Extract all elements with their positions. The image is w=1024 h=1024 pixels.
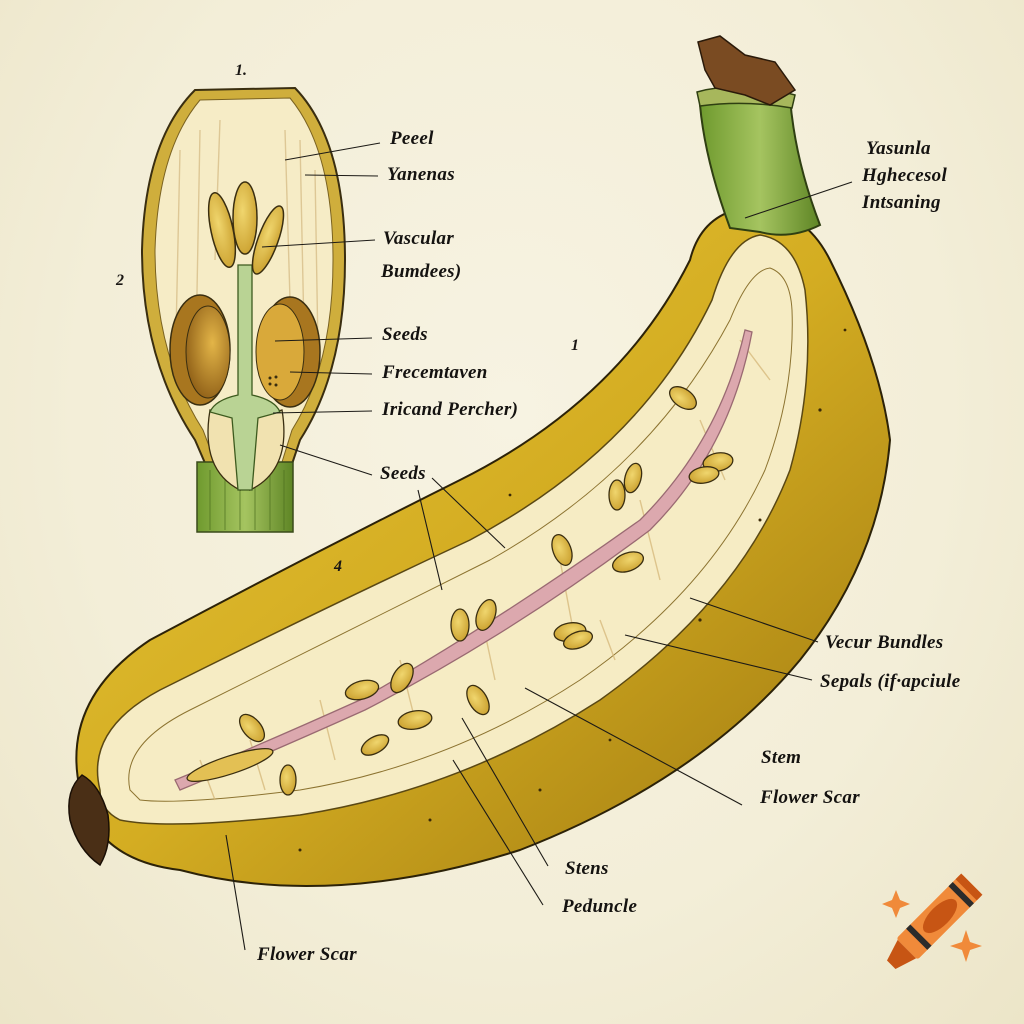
label-frecemtaven: Frecemtaven [382, 362, 488, 383]
leader-lines [225, 142, 853, 951]
label-bundles: Bumdees) [381, 261, 462, 282]
label-hghecesol: Hghecesol [862, 165, 948, 186]
detail-section [140, 86, 347, 533]
seed-cluster [238, 386, 734, 796]
figure-number-2: 2 [116, 272, 124, 289]
banana-fruit [68, 35, 892, 887]
label-stens: Stens [565, 858, 609, 879]
label-peel: Peeel [390, 128, 434, 149]
figure-number-1-top: 1. [235, 62, 247, 79]
label-flower-scar-right: Flower Scar [760, 787, 860, 808]
label-yanenas: Yanenas [387, 164, 455, 185]
label-flower-scar-bottom: Flower Scar [257, 944, 357, 965]
crayon-icon [882, 873, 983, 970]
label-sepals: Sepals (if·apciule [820, 671, 961, 692]
label-iricand-percher: Iricand Percher) [382, 399, 519, 420]
label-seeds-detail: Seeds [382, 324, 428, 345]
label-seeds-fruit: Seeds [380, 463, 426, 484]
label-peduncle: Peduncle [562, 896, 638, 917]
label-yasunla: Yasunla [866, 138, 931, 159]
label-intsaning: Intsaning [862, 192, 941, 213]
label-stem: Stem [761, 747, 802, 768]
label-vascular: Vascular [383, 228, 455, 249]
figure-number-1-mid: 1 [571, 337, 579, 354]
label-vecur-bundles: Vecur Bundles [825, 632, 944, 653]
figure-number-4: 4 [334, 558, 342, 575]
